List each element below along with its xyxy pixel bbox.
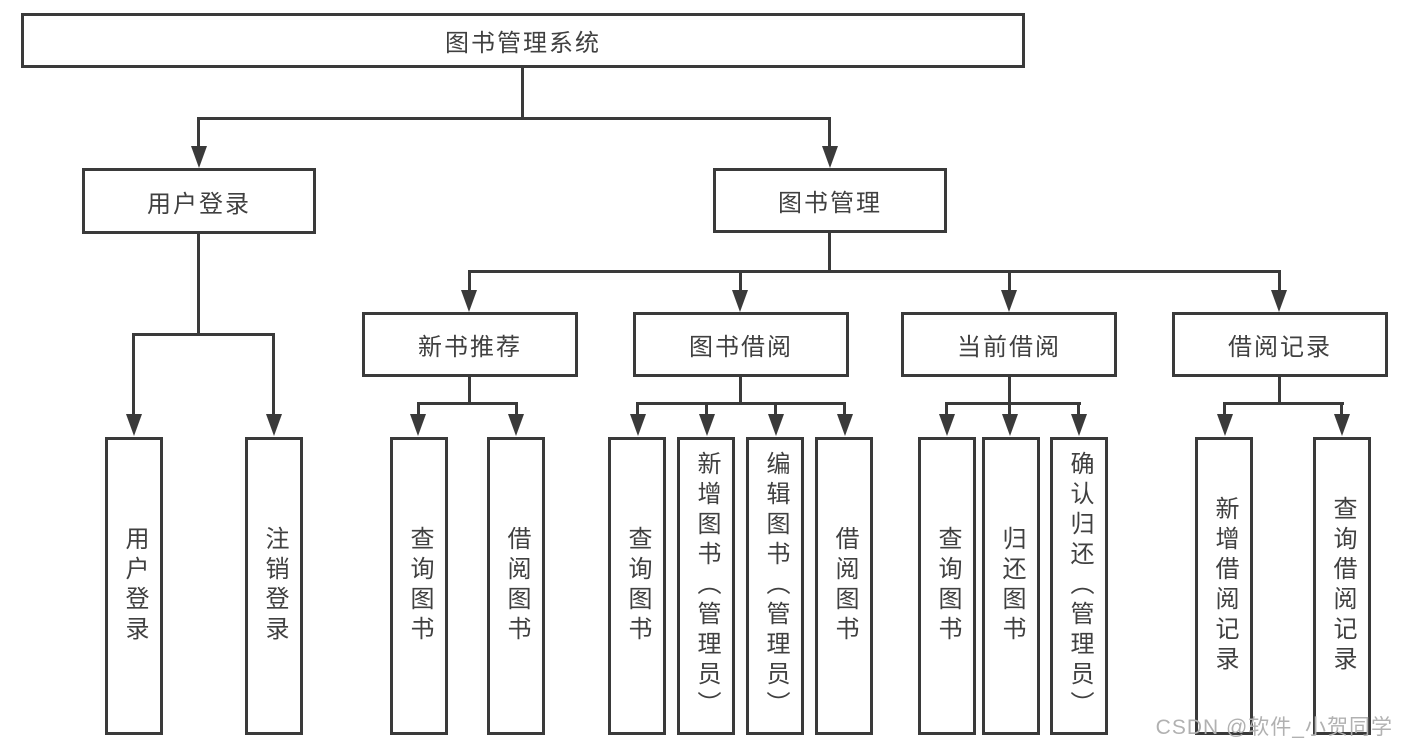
node-new-book-recommend: 新书推荐 bbox=[362, 312, 578, 377]
node-leaf-add-borrow-record: 新增借阅记录 bbox=[1195, 437, 1253, 735]
connector-new-book-rec-stem bbox=[417, 402, 420, 415]
connector-borrow-records-vertical bbox=[1278, 377, 1281, 404]
node-leaf-return-book-label: 归还图书 bbox=[998, 526, 1025, 646]
connector-borrow-records-horizontal bbox=[1223, 402, 1344, 405]
node-leaf-edit-book-admin-label: 编辑图书（管理员） bbox=[762, 451, 789, 721]
arrowhead-down-icon bbox=[1271, 290, 1287, 312]
node-borrow-records: 借阅记录 bbox=[1172, 312, 1388, 377]
node-leaf-query-book-recommend-label: 查询图书 bbox=[406, 526, 433, 646]
connector-current-borrow-horizontal bbox=[945, 402, 1081, 405]
node-current-borrow-label: 当前借阅 bbox=[957, 334, 1061, 361]
node-book-borrow: 图书借阅 bbox=[633, 312, 849, 377]
connector-book-borrow-stem bbox=[843, 402, 846, 415]
arrowhead-down-icon bbox=[461, 290, 477, 312]
connector-book-mgmt-stem bbox=[739, 270, 742, 292]
arrowhead-down-icon bbox=[1334, 414, 1350, 436]
node-leaf-borrow-book-label: 借阅图书 bbox=[831, 526, 858, 646]
arrowhead-down-icon bbox=[266, 414, 282, 436]
connector-new-book-rec-stem bbox=[515, 402, 518, 415]
node-leaf-return-book: 归还图书 bbox=[982, 437, 1040, 735]
connector-borrow-records-stem bbox=[1223, 402, 1226, 415]
connector-user-login-horizontal bbox=[132, 333, 275, 336]
arrowhead-down-icon bbox=[126, 414, 142, 436]
arrowhead-down-icon bbox=[1071, 414, 1087, 436]
node-current-borrow: 当前借阅 bbox=[901, 312, 1117, 377]
node-root-label: 图书管理系统 bbox=[445, 30, 601, 57]
arrowhead-down-icon bbox=[508, 414, 524, 436]
arrowhead-down-icon bbox=[191, 146, 207, 168]
node-book-management: 图书管理 bbox=[713, 168, 947, 233]
connector-book-borrow-vertical bbox=[739, 377, 742, 404]
arrowhead-down-icon bbox=[1002, 414, 1018, 436]
arrowhead-down-icon bbox=[1217, 414, 1233, 436]
node-leaf-user-login: 用户登录 bbox=[105, 437, 163, 735]
node-book-management-label: 图书管理 bbox=[778, 190, 882, 217]
node-leaf-confirm-return-admin-label: 确认归还（管理员） bbox=[1066, 451, 1093, 721]
connector-root-stem-left bbox=[197, 117, 200, 147]
connector-book-mgmt-horizontal bbox=[468, 270, 1281, 273]
arrowhead-down-icon bbox=[630, 414, 646, 436]
connector-new-book-rec-horizontal bbox=[417, 402, 518, 405]
connector-book-borrow-horizontal bbox=[636, 402, 846, 405]
connector-book-mgmt-stem bbox=[1008, 270, 1011, 292]
node-leaf-logout: 注销登录 bbox=[245, 437, 303, 735]
node-leaf-borrow-book-recommend: 借阅图书 bbox=[487, 437, 545, 735]
connector-root-vertical bbox=[521, 68, 524, 118]
connector-current-borrow-stem bbox=[1008, 402, 1011, 415]
node-user-login: 用户登录 bbox=[82, 168, 316, 234]
node-book-borrow-label: 图书借阅 bbox=[689, 334, 793, 361]
connector-user-login-stem bbox=[272, 333, 275, 414]
node-new-book-recommend-label: 新书推荐 bbox=[418, 334, 522, 361]
node-leaf-borrow-book-recommend-label: 借阅图书 bbox=[503, 526, 530, 646]
node-leaf-query-book-current-label: 查询图书 bbox=[934, 526, 961, 646]
arrowhead-down-icon bbox=[732, 290, 748, 312]
connector-user-login-vertical bbox=[197, 234, 200, 334]
node-leaf-query-borrow-record: 查询借阅记录 bbox=[1313, 437, 1371, 735]
connector-book-borrow-stem bbox=[774, 402, 777, 415]
arrowhead-down-icon bbox=[837, 414, 853, 436]
arrowhead-down-icon bbox=[822, 146, 838, 168]
node-leaf-query-borrow-record-label: 查询借阅记录 bbox=[1329, 496, 1356, 676]
node-leaf-query-book-borrow-label: 查询图书 bbox=[624, 526, 651, 646]
node-borrow-records-label: 借阅记录 bbox=[1228, 334, 1332, 361]
connector-current-borrow-stem bbox=[1077, 402, 1080, 415]
node-leaf-borrow-book: 借阅图书 bbox=[815, 437, 873, 735]
connector-new-book-rec-vertical bbox=[468, 377, 471, 404]
connector-book-mgmt-stem bbox=[468, 270, 471, 292]
arrowhead-down-icon bbox=[939, 414, 955, 436]
csdn-watermark: CSDN @软件_小贺同学 bbox=[1155, 716, 1393, 739]
arrowhead-down-icon bbox=[1001, 290, 1017, 312]
connector-book-mgmt-stem bbox=[1278, 270, 1281, 292]
connector-root-stem-right bbox=[828, 117, 831, 147]
node-leaf-confirm-return-admin: 确认归还（管理员） bbox=[1050, 437, 1108, 735]
node-leaf-logout-label: 注销登录 bbox=[261, 526, 288, 646]
connector-root-horizontal bbox=[197, 117, 831, 120]
node-leaf-user-login-label: 用户登录 bbox=[121, 526, 148, 646]
connector-user-login-stem bbox=[132, 333, 135, 414]
connector-book-borrow-stem bbox=[705, 402, 708, 415]
node-leaf-edit-book-admin: 编辑图书（管理员） bbox=[746, 437, 804, 735]
node-leaf-add-book-admin: 新增图书（管理员） bbox=[677, 437, 735, 735]
node-leaf-add-borrow-record-label: 新增借阅记录 bbox=[1211, 496, 1238, 676]
connector-book-borrow-stem bbox=[636, 402, 639, 415]
node-leaf-add-book-admin-label: 新增图书（管理员） bbox=[693, 451, 720, 721]
node-leaf-query-book-borrow: 查询图书 bbox=[608, 437, 666, 735]
arrowhead-down-icon bbox=[768, 414, 784, 436]
node-leaf-query-book-recommend: 查询图书 bbox=[390, 437, 448, 735]
arrowhead-down-icon bbox=[410, 414, 426, 436]
node-user-login-label: 用户登录 bbox=[147, 190, 251, 218]
node-root: 图书管理系统 bbox=[21, 13, 1025, 68]
node-leaf-query-book-current: 查询图书 bbox=[918, 437, 976, 735]
connector-current-borrow-vertical bbox=[1008, 377, 1011, 404]
connector-borrow-records-stem bbox=[1340, 402, 1343, 415]
arrowhead-down-icon bbox=[699, 414, 715, 436]
connector-book-mgmt-vertical bbox=[828, 233, 831, 272]
connector-current-borrow-stem bbox=[945, 402, 948, 415]
